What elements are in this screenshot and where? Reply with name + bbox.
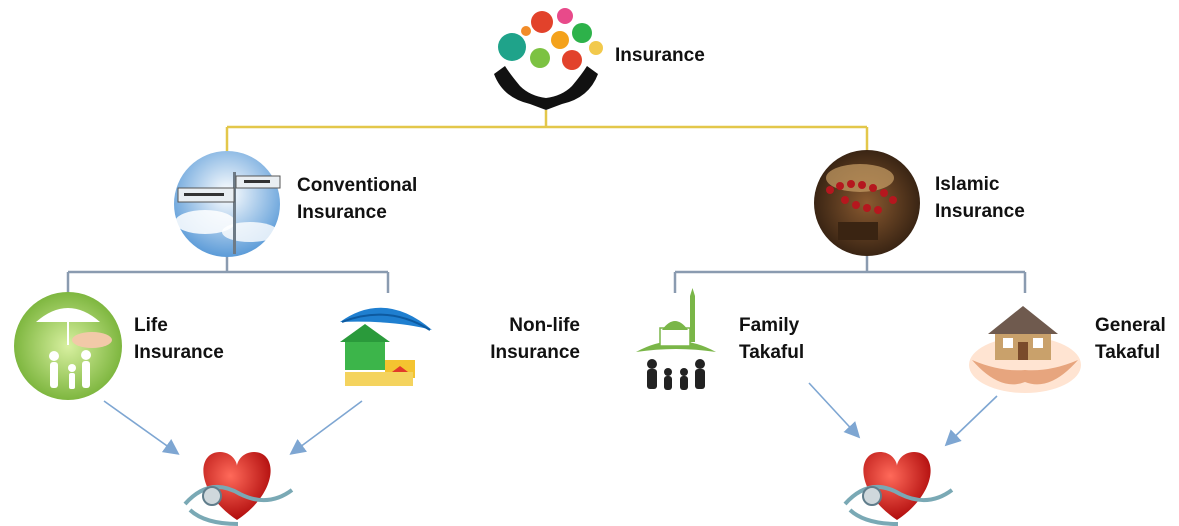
life-insurance-label: Life Insurance [134,315,224,363]
insurance-risk-signpost-icon [174,151,281,257]
prayer-beads-coins-icon [814,150,920,256]
general-takaful-label: General Takaful [1095,315,1166,363]
house-umbrella-icon [333,295,437,399]
insurance-hands-icon [494,8,603,110]
heart-stethoscope-icon-islamic [843,452,954,526]
family-umbrella-icon [14,292,122,400]
root-label: Insurance [615,45,705,66]
family-takaful-label: Family Takaful [739,315,805,363]
mosque-family-icon [636,288,716,390]
non-life-insurance-label: Non-life Insurance [490,315,580,363]
outcome-arrows [103,382,998,455]
root-connector [225,110,869,152]
islamic-insurance-label: Islamic Insurance [935,174,1025,222]
heart-stethoscope-icon-conventional [183,452,294,526]
house-in-hands-icon [969,306,1081,393]
conventional-connector [66,256,390,293]
islamic-connector [673,256,1027,293]
conventional-insurance-label: Conventional Insurance [297,175,418,223]
